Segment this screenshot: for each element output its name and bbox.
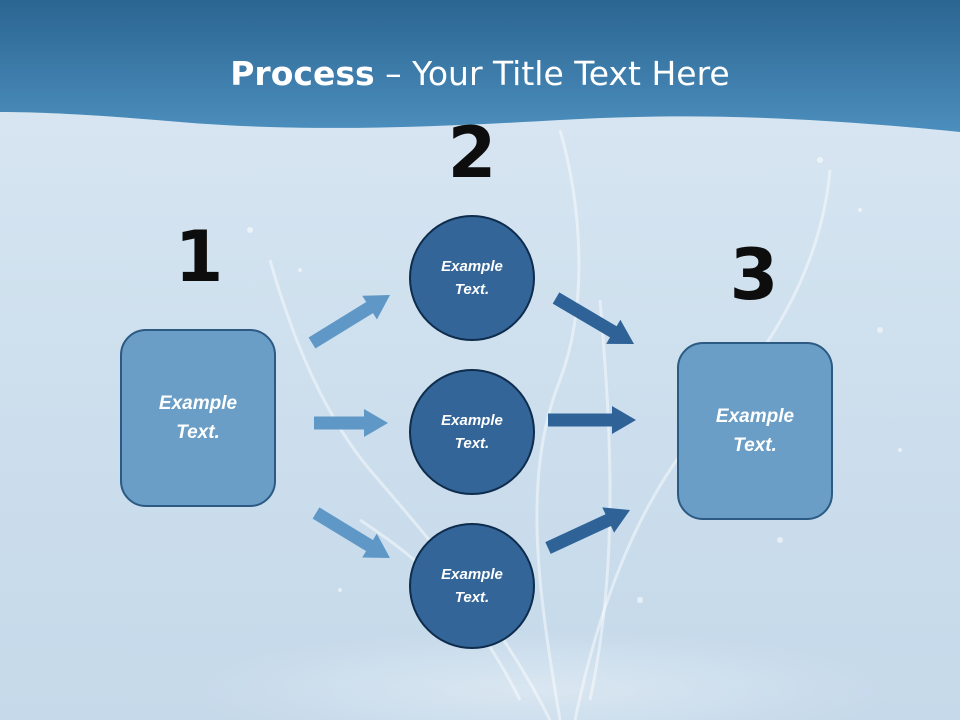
arrow-top-to-right <box>552 292 634 344</box>
title-bold: Process <box>230 54 375 93</box>
step-number-3: 3 <box>729 234 779 316</box>
left-box: Example Text. <box>120 329 276 507</box>
arrow-middle-to-right <box>548 406 636 434</box>
right-box: Example Text. <box>677 342 833 520</box>
arrow-left-to-bottom <box>312 507 390 558</box>
arrow-left-to-middle <box>314 409 388 437</box>
middle-circle: Example Text. <box>409 369 535 495</box>
slide-title: Process – Your Title Text Here <box>0 52 960 96</box>
top-circle: Example Text. <box>409 215 535 341</box>
bottom-circle: Example Text. <box>409 523 535 649</box>
title-rest: – Your Title Text Here <box>374 54 730 93</box>
arrow-bottom-to-right <box>545 507 630 554</box>
arrow-left-to-top <box>308 295 390 349</box>
step-number-1: 1 <box>174 216 224 298</box>
step-number-2: 2 <box>447 112 497 194</box>
